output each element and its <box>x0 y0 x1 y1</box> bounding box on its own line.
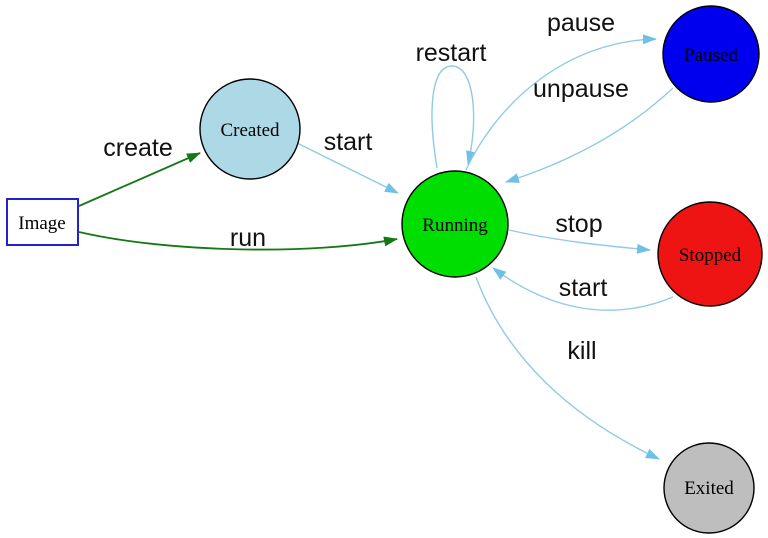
edge-label-pause: pause <box>547 9 615 37</box>
edge-restart-self-loop <box>431 65 476 169</box>
node-exited-label: Exited <box>684 478 734 499</box>
node-image-box <box>6 198 79 246</box>
edge-create <box>78 152 201 207</box>
edge-run <box>78 231 398 251</box>
edges-layer <box>78 34 674 460</box>
edge-kill <box>475 276 660 460</box>
edge-label-start-from-stopped: start <box>559 274 608 302</box>
edge-label-run: run <box>230 224 266 252</box>
node-paused-circle <box>662 5 760 103</box>
edge-stop <box>508 229 651 254</box>
edge-labels-layer: create run start restart pause unpause s… <box>103 9 629 365</box>
edge-label-restart: restart <box>416 39 487 67</box>
edge-pause <box>465 34 657 171</box>
edge-unpause <box>505 87 674 183</box>
nodes-layer: Image Created Running Paused Stopped Exi… <box>6 5 763 534</box>
node-stopped-label: Stopped <box>679 245 742 266</box>
edge-label-unpause: unpause <box>533 75 629 103</box>
node-running-label: Running <box>422 215 488 236</box>
node-exited-circle <box>663 442 755 534</box>
edge-label-kill: kill <box>567 337 596 365</box>
node-running-circle <box>401 170 509 278</box>
node-stopped-circle <box>657 201 763 307</box>
edge-start-from-created <box>294 141 399 194</box>
edge-label-create: create <box>103 134 172 162</box>
edge-start-from-stopped <box>492 267 674 311</box>
node-paused-label: Paused <box>684 45 738 66</box>
node-created-label: Created <box>220 120 280 141</box>
edge-label-start-from-created: start <box>324 128 373 156</box>
node-image-label: Image <box>18 213 65 234</box>
node-created-circle <box>199 78 301 180</box>
edge-label-stop: stop <box>555 210 602 238</box>
